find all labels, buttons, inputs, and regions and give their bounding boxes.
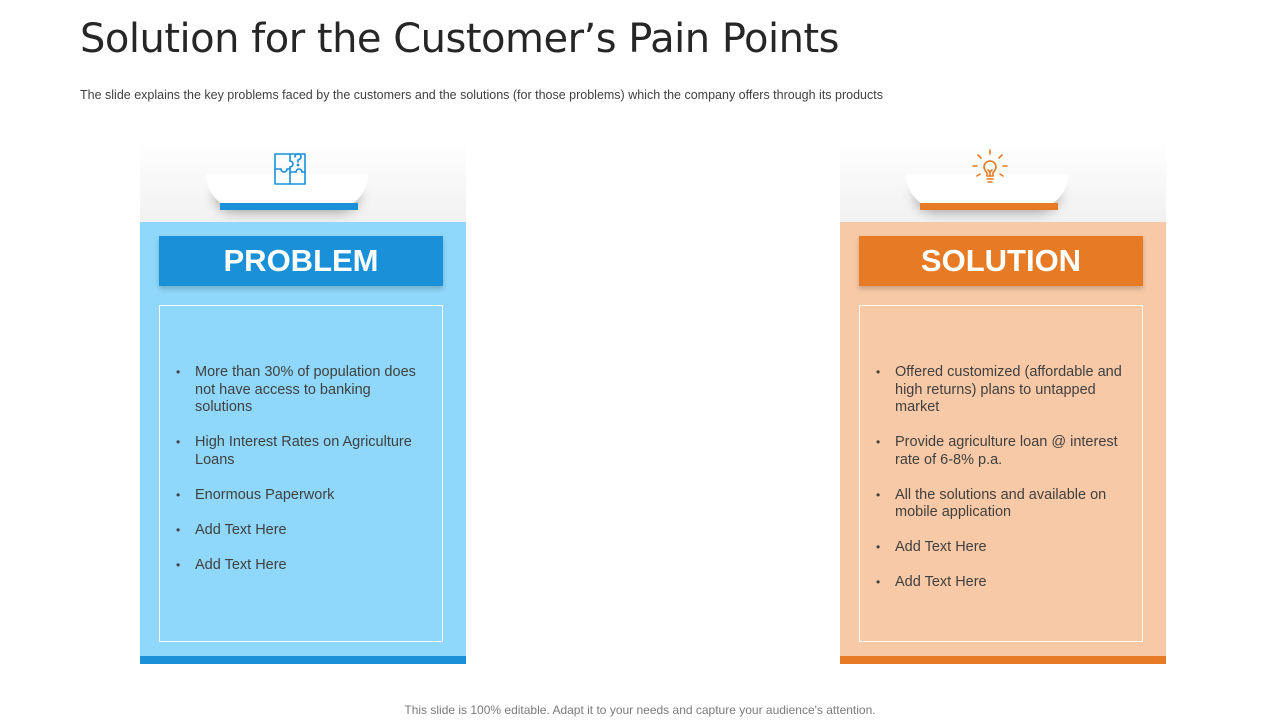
footer-note: This slide is 100% editable. Adapt it to… [404,703,876,717]
problem-list: More than 30% of population does not hav… [176,364,426,574]
lightbulb-icon [972,149,1008,183]
solution-card: SOLUTION Offered customized (affordable … [840,140,1166,664]
problem-list-item: Add Text Here [176,522,426,540]
problem-heading: PROBLEM [159,236,443,286]
solution-list-item: Add Text Here [876,539,1126,557]
solution-body: SOLUTION Offered customized (affordable … [840,222,1166,664]
problem-icon-tab [140,140,466,222]
solution-icon-tab [840,140,1166,222]
problem-list-item: High Interest Rates on Agriculture Loans [176,434,426,469]
problem-body: PROBLEM More than 30% of population does… [140,222,466,664]
problem-tab-bar [220,203,358,210]
problem-content-box: More than 30% of population does not hav… [159,305,443,642]
problem-card: PROBLEM More than 30% of population does… [140,140,466,664]
solution-list-item: Offered customized (affordable and high … [876,364,1126,417]
solution-list: Offered customized (affordable and high … [876,364,1126,592]
page-subtitle: The slide explains the key problems face… [80,88,883,102]
problem-list-item: Add Text Here [176,557,426,575]
solution-heading: SOLUTION [859,236,1143,286]
solution-list-item: Add Text Here [876,574,1126,592]
solution-content-box: Offered customized (affordable and high … [859,305,1143,642]
page-title: Solution for the Customer’s Pain Points [80,16,839,62]
solution-tab-bar [920,203,1058,210]
puzzle-question-icon [274,153,306,185]
solution-list-item: All the solutions and available on mobil… [876,487,1126,522]
solution-list-item: Provide agriculture loan @ interest rate… [876,434,1126,469]
problem-list-item: More than 30% of population does not hav… [176,364,426,417]
problem-list-item: Enormous Paperwork [176,487,426,505]
